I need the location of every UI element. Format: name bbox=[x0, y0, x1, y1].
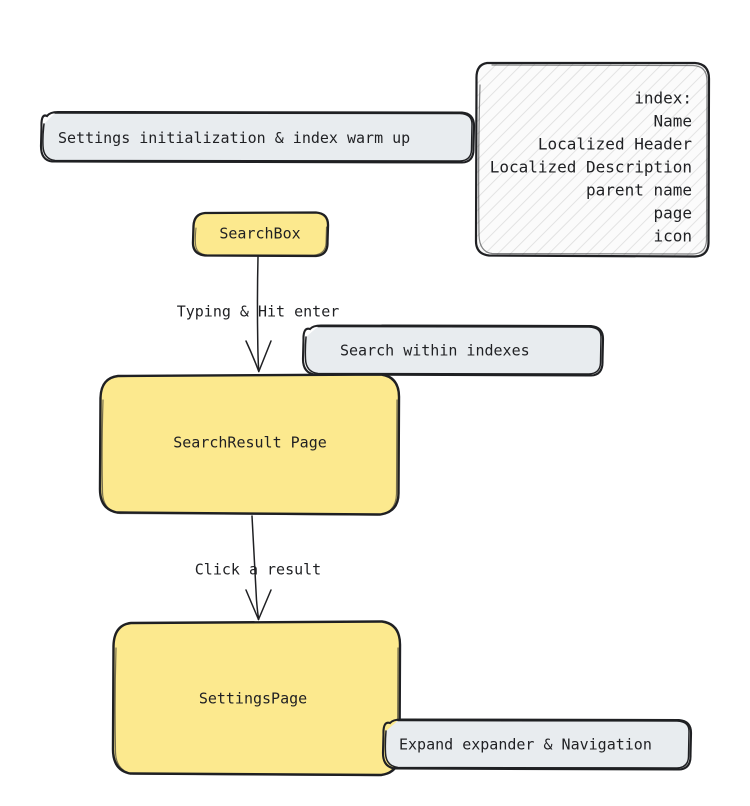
note-search-within-indexes: Search within indexes bbox=[301, 324, 605, 377]
index-line-0: index: bbox=[634, 89, 692, 108]
edge-click-label: Click a result bbox=[195, 561, 321, 579]
index-line-4: parent name bbox=[586, 181, 692, 200]
index-line-6: icon bbox=[653, 227, 692, 246]
node-searchresult-page-label: SearchResult Page bbox=[173, 434, 327, 452]
node-searchbox[interactable]: SearchBox bbox=[191, 211, 330, 258]
node-searchresult-page[interactable]: SearchResult Page bbox=[98, 373, 401, 516]
node-settingspage-label: SettingsPage bbox=[199, 690, 307, 708]
note-settings-init: Settings initialization & index warm up bbox=[39, 110, 476, 164]
node-settingspage[interactable]: SettingsPage bbox=[111, 620, 402, 777]
note-settings-init-label: Settings initialization & index warm up bbox=[58, 129, 410, 147]
note-expand-navigation: Expand expander & Navigation bbox=[381, 718, 693, 771]
edge-typing-label: Typing & Hit enter bbox=[177, 303, 340, 321]
note-index-lines: index: Name Localized Header Localized D… bbox=[490, 89, 693, 246]
index-line-2: Localized Header bbox=[538, 135, 692, 154]
edge-click-a-result: Click a result bbox=[195, 515, 321, 621]
node-searchbox-label: SearchBox bbox=[219, 225, 300, 243]
note-search-within-indexes-label: Search within indexes bbox=[340, 342, 530, 360]
edge-typing-hit-enter: Typing & Hit enter bbox=[177, 256, 340, 373]
index-line-1: Name bbox=[653, 112, 692, 131]
index-line-5: page bbox=[653, 204, 692, 223]
note-index-fields: index: Name Localized Header Localized D… bbox=[474, 61, 711, 258]
index-line-3: Localized Description bbox=[490, 158, 692, 177]
note-expand-navigation-label: Expand expander & Navigation bbox=[399, 736, 652, 754]
